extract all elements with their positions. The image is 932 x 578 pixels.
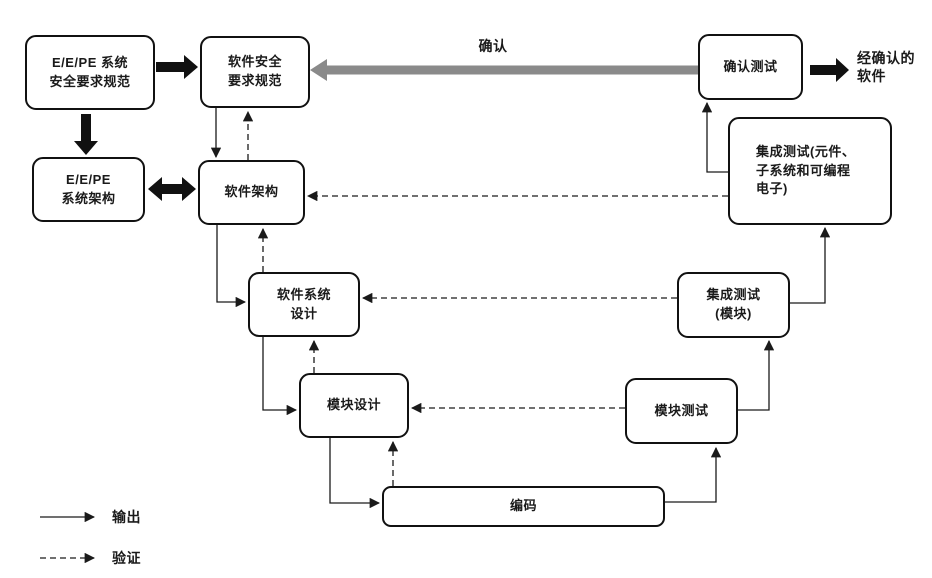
- validation-arrow: [310, 59, 700, 81]
- verification-dashed-lines: [242, 110, 728, 486]
- node-module-design: 模块设计: [299, 373, 409, 438]
- edge-coding-to-moduletest: [665, 446, 722, 503]
- node-integration-test-module: 集成测试 (模块): [677, 272, 790, 338]
- legend-output: 输出: [38, 507, 141, 527]
- node-integration-test-components: 集成测试(元件、 子系统和可编程 电子): [728, 117, 892, 225]
- validated-software-label: 经确认的 软件: [857, 50, 915, 84]
- edge-moduletest-to-integmodule: [738, 339, 775, 411]
- validation-arrow-label: 确认: [478, 38, 508, 54]
- node-eepe-safety-requirements: E/E/PE 系统 安全要求规范: [25, 35, 155, 110]
- block-arrow-eepesrs-to-eepearch: [74, 114, 98, 155]
- edge-integcomp-to-validationtest: [701, 101, 728, 173]
- node-eepe-system-architecture: E/E/PE 系统架构: [32, 157, 145, 222]
- node-software-safety-requirements: 软件安全 要求规范: [200, 36, 310, 108]
- legend-verification-label: 验证: [112, 550, 141, 566]
- legend-output-label: 输出: [112, 509, 141, 525]
- solid-arrow-icon: [40, 511, 96, 523]
- edge-moduledesign-to-coding: [329, 438, 381, 509]
- block-arrows: [74, 55, 849, 201]
- legend-verification: 验证: [38, 548, 141, 568]
- edge-swarch-to-swsysdesign: [216, 225, 247, 308]
- output-flow-lines: [210, 101, 831, 509]
- node-coding: 编码: [382, 486, 665, 527]
- edge-swsysdesign-to-moduledesign: [262, 337, 298, 416]
- node-software-system-design: 软件系统 设计: [248, 272, 360, 337]
- block-arrow-eepearch-swarch-bidirectional: [148, 177, 196, 201]
- edge-integmodule-to-integcomp: [790, 226, 831, 304]
- block-arrow-validationtest-to-validatedsw: [810, 58, 849, 82]
- node-software-architecture: 软件架构: [198, 160, 305, 225]
- node-validation-test: 确认测试: [698, 34, 803, 100]
- dashed-arrow-icon: [40, 552, 96, 564]
- block-arrow-eepesrs-to-swsrs: [156, 55, 198, 79]
- node-module-test: 模块测试: [625, 378, 738, 444]
